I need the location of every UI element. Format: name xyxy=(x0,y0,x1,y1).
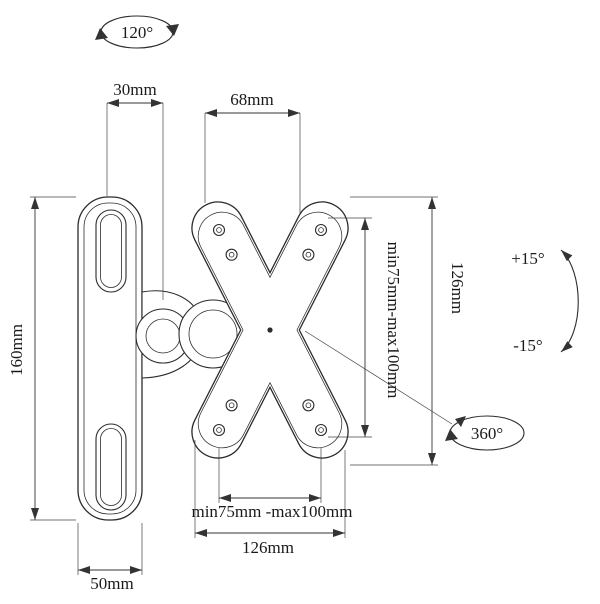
angle-annotations xyxy=(95,15,579,451)
wall-plate-bottom-slot-inner xyxy=(100,428,122,506)
labels: 120° 30mm 68mm 160mm min75mm-max100mm 12… xyxy=(7,23,545,593)
vesa-horizontal-label: min75mm -max100mm xyxy=(191,502,352,521)
wall-plate xyxy=(77,196,143,521)
height-160-label: 160mm xyxy=(7,324,26,376)
tilt-up-label: +15° xyxy=(511,249,544,268)
ball-joint-flange-inner xyxy=(188,309,238,359)
wall-plate-top-slot-inner xyxy=(100,214,122,288)
tilt-down-label: -15° xyxy=(513,336,542,355)
dimension-lines xyxy=(30,99,438,575)
depth-30-label: 30mm xyxy=(113,80,156,99)
plate-width-label: 126mm xyxy=(242,538,294,557)
vesa-mounting-holes xyxy=(212,223,328,437)
swivel-arrowhead-right xyxy=(166,24,179,36)
vesa-plate xyxy=(191,201,349,459)
rotation-arrowhead-upper xyxy=(455,416,466,427)
rotation-leader-line xyxy=(304,330,453,425)
wall-plate-inner-outline xyxy=(83,202,137,515)
tilt-arc xyxy=(560,249,579,353)
swivel-arrowhead-left xyxy=(95,28,108,40)
depth-68-label: 68mm xyxy=(230,90,273,109)
vesa-vertical-label: min75mm-max100mm xyxy=(384,242,403,399)
base-width-label: 50mm xyxy=(90,574,133,593)
swivel-angle-label: 120° xyxy=(121,23,153,42)
rotation-label: 360° xyxy=(471,424,503,443)
wall-plate-top-slot xyxy=(95,209,127,293)
plate-height-label: 126mm xyxy=(448,262,467,314)
vesa-plate-inner-outline xyxy=(197,211,343,449)
rotation-arrowhead-lower xyxy=(445,429,458,441)
wall-plate-bottom-slot xyxy=(95,423,127,511)
vesa-center-pivot xyxy=(267,327,273,333)
